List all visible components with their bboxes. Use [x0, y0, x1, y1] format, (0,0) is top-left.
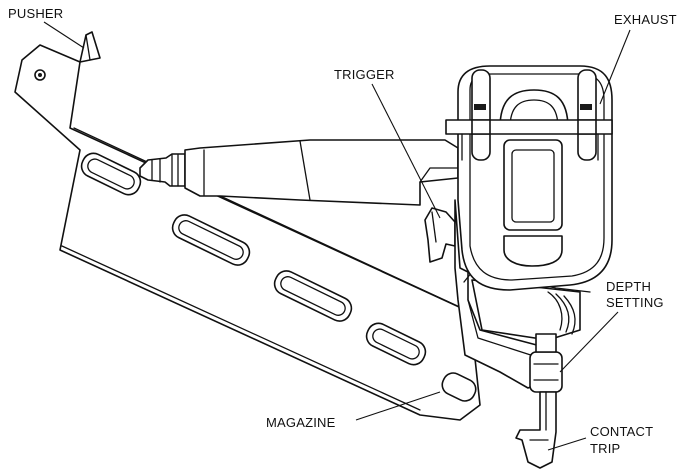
pusher-leader	[43, 21, 85, 49]
label-trigger: TRIGGER	[334, 67, 395, 82]
cylinder-head	[445, 65, 613, 291]
trigger	[424, 207, 456, 263]
nose-assembly	[454, 199, 591, 389]
magazine	[14, 44, 481, 421]
label-contact: CONTACT	[590, 424, 653, 439]
trigger-leader	[371, 83, 441, 219]
contact-trip-leader	[547, 437, 587, 451]
left-clip	[471, 69, 491, 161]
depth-setting-leader	[559, 311, 619, 373]
depth-setting	[529, 333, 563, 393]
label-setting: SETTING	[606, 295, 664, 310]
magazine-leader	[355, 391, 441, 421]
label-magazine: MAGAZINE	[266, 415, 336, 430]
cap-window	[503, 139, 563, 231]
right-clip	[577, 69, 597, 161]
label-trip: TRIP	[590, 441, 620, 456]
label-pusher: PUSHER	[8, 6, 63, 21]
exhaust-leader	[599, 29, 631, 105]
magazine-slots	[80, 152, 477, 402]
label-depth: DEPTH	[606, 279, 651, 294]
contact-trip	[515, 391, 557, 469]
pusher	[79, 31, 101, 63]
handle	[184, 139, 459, 206]
label-exhaust: EXHAUST	[614, 12, 677, 27]
